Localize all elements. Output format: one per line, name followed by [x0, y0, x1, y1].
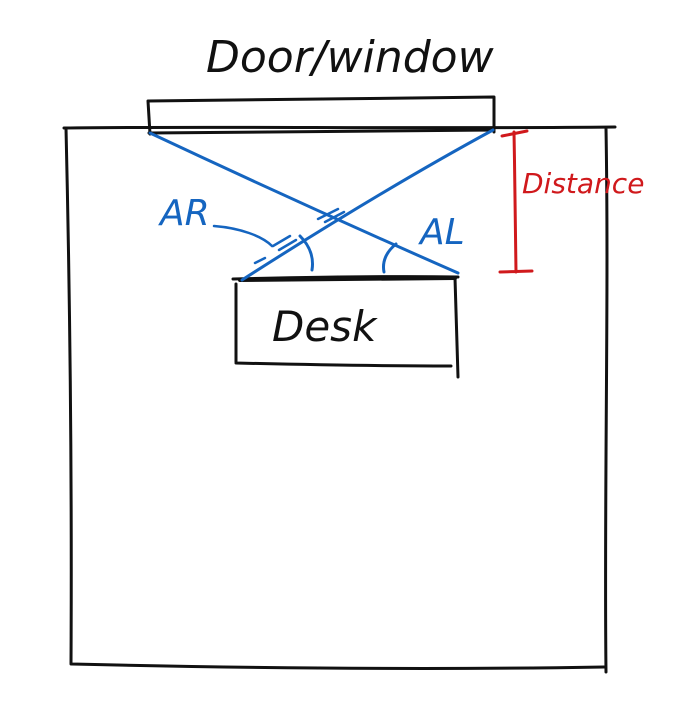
- angle-arc-right: [298, 234, 314, 272]
- angle-right-label: AR: [158, 193, 210, 234]
- desk-outline: [231, 275, 460, 379]
- desk-edge: [238, 276, 457, 282]
- room-outline: [62, 125, 617, 674]
- sight-line-left: [240, 128, 495, 282]
- sight-line-right: [148, 131, 460, 275]
- tick-mark-center: [316, 207, 346, 224]
- distance-marker: [498, 129, 534, 274]
- door-window-frame: [146, 95, 496, 136]
- desk-label: Desk: [272, 302, 378, 351]
- angle-arc-left: [382, 242, 398, 274]
- distance-label: Distance: [522, 167, 644, 200]
- angle-left-label: AL: [418, 212, 465, 253]
- tick-mark-left: [253, 234, 298, 265]
- angle-right-leader: [212, 224, 274, 248]
- door-window-label: Door/window: [206, 32, 495, 83]
